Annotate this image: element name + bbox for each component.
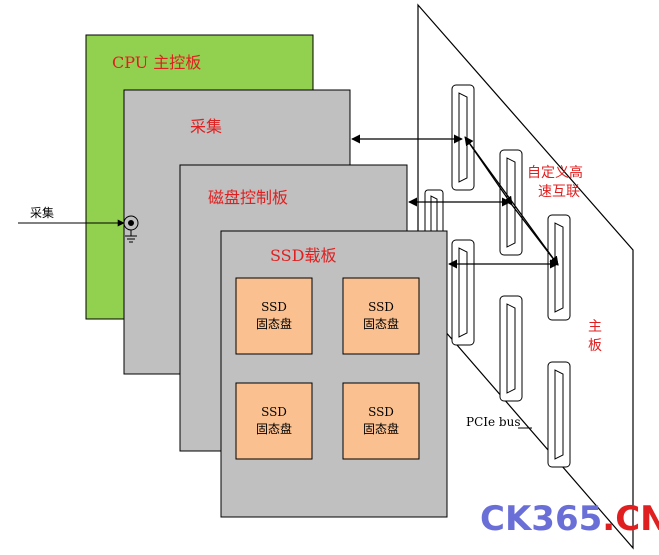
ssd-module-line1: SSD: [368, 300, 394, 314]
ssd-module-line2: 固态盘: [363, 316, 399, 331]
ssd-module: SSD 固态盘: [235, 277, 313, 355]
slot-connector: [451, 84, 475, 191]
high-speed-label-1: 自定义高: [527, 164, 583, 181]
ssd-carrier-board: [220, 230, 448, 518]
high-speed-label-2: 速互联: [538, 184, 580, 200]
main-board-label-1: 主: [588, 319, 602, 335]
slot-connector: [499, 295, 523, 402]
main-board-panel: [417, 3, 634, 550]
slot-connector: [547, 214, 571, 321]
ssd-module-line2: 固态盘: [256, 316, 292, 331]
pcie-bus-label: PCIe bus: [466, 415, 520, 429]
watermark-logo: CK365.CN: [480, 499, 659, 539]
ssd-module-line1: SSD: [261, 405, 287, 419]
acquisition-input-label: 采集: [30, 205, 54, 220]
ssd-module: SSD 固态盘: [342, 277, 420, 355]
ssd-module-line2: 固态盘: [363, 421, 399, 436]
svg-text:CK365.CN: CK365.CN: [480, 499, 659, 539]
acquisition-board-label: 采集: [190, 117, 222, 136]
ssd-module: SSD 固态盘: [342, 382, 420, 460]
slot-connector: [451, 239, 475, 346]
ssd-carrier-board-label: SSD载板: [270, 246, 336, 265]
connector-icon: [123, 215, 139, 243]
slot-connector: [547, 361, 571, 468]
watermark-part2: .CN: [602, 499, 659, 539]
interconnect-lines: [464, 136, 559, 266]
ssd-module-line2: 固态盘: [256, 421, 292, 436]
main-board-label-2: 板: [588, 338, 602, 354]
watermark-part1: CK365: [480, 499, 602, 539]
cpu-board-label: CPU 主控板: [112, 53, 201, 72]
ssd-module-line1: SSD: [368, 405, 394, 419]
board-links: [351, 134, 559, 269]
ssd-module-line1: SSD: [261, 300, 287, 314]
disk-control-board-label: 磁盘控制板: [208, 188, 288, 207]
acquisition-input: 采集: [18, 205, 139, 243]
ssd-module: SSD 固态盘: [235, 382, 313, 460]
